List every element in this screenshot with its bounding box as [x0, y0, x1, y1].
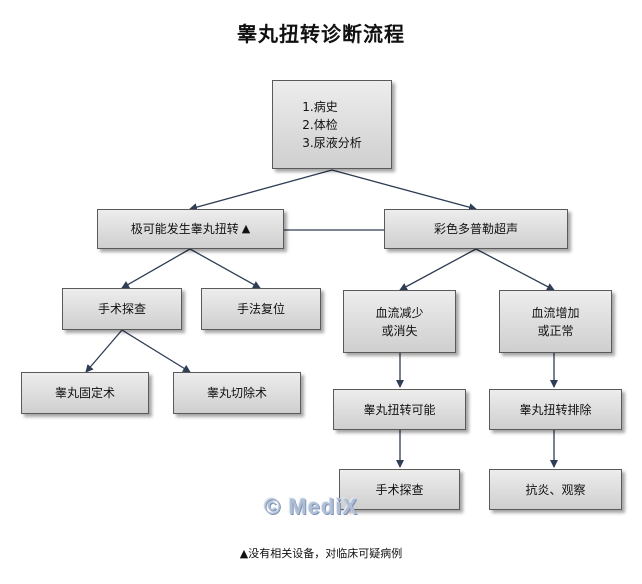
node-surgical-exploration-2: 手术探查: [339, 469, 460, 510]
node-orchiectomy: 睾丸切除术: [173, 372, 301, 414]
node-torsion-excluded-label: 睾丸扭转排除: [519, 402, 592, 417]
arrow-ultrasound-to-decrease: [399, 248, 477, 291]
arrow-surgery-to-orchiopexy: [85, 329, 123, 373]
node-surgical-exploration-label: 手术探查: [97, 302, 146, 316]
node-flow-decreased-line2: 或消失: [381, 323, 418, 338]
arrow-ultrasound-to-increase: [475, 248, 555, 291]
node-torsion-possible: 睾丸扭转可能: [333, 389, 466, 430]
node-orchiopexy: 睾丸固定术: [21, 372, 149, 414]
node-manual-reduction: 手法复位: [201, 288, 321, 330]
triangle-marker-icon: ▲: [241, 222, 251, 235]
node-torsion-possible-label: 睾丸扭转可能: [363, 402, 436, 417]
node-history-line: 1.病史: [302, 99, 338, 114]
arrow-suspect-to-surgery: [121, 248, 191, 289]
node-physical-line: 2.体检: [302, 117, 338, 132]
node-history-exam-text: 1.病史 2.体检 3.尿液分析: [302, 98, 361, 152]
node-surgical-exploration-2-label: 手术探查: [375, 482, 424, 497]
node-orchiopexy-label: 睾丸固定术: [54, 386, 115, 400]
arrow-surgery-to-orchiectomy: [121, 329, 191, 373]
node-surgical-exploration: 手术探查: [62, 288, 182, 330]
watermark-logo: © MediX: [264, 494, 359, 519]
node-suspected-torsion-label: 极可能发生睾丸扭转: [130, 222, 239, 236]
node-doppler-ultrasound: 彩色多普勒超声: [384, 209, 568, 249]
node-flow-increased-line1: 血流增加: [531, 305, 580, 320]
node-flow-increased-line2: 或正常: [537, 323, 574, 338]
footnote: ▲没有相关设备，对临床可疑病例: [239, 547, 403, 560]
node-manual-reduction-label: 手法复位: [236, 302, 285, 316]
arrow-root-to-ultrasound: [331, 169, 477, 212]
node-history-exam: 1.病史 2.体检 3.尿液分析: [272, 80, 392, 169]
node-torsion-excluded: 睾丸扭转排除: [489, 389, 622, 430]
node-flow-decreased: 血流减少 或消失: [343, 290, 456, 353]
node-anti-inflammatory: 抗炎、观察: [489, 469, 622, 510]
node-urinalysis-line: 3.尿液分析: [302, 135, 362, 150]
node-doppler-ultrasound-label: 彩色多普勒超声: [433, 222, 518, 236]
node-orchiectomy-label: 睾丸切除术: [206, 386, 267, 400]
node-flow-decreased-text: 血流减少 或消失: [375, 304, 423, 340]
node-flow-increased-text: 血流增加 或正常: [531, 304, 579, 340]
node-flow-decreased-line1: 血流减少: [375, 305, 424, 320]
arrow-root-to-suspect: [189, 169, 333, 212]
node-anti-inflammatory-label: 抗炎、观察: [525, 482, 586, 497]
diagram-title: 睾丸扭转诊断流程: [237, 22, 405, 46]
node-flow-increased: 血流增加 或正常: [499, 290, 612, 353]
node-suspected-torsion: 极可能发生睾丸扭转 ▲: [97, 209, 284, 249]
arrow-suspect-to-manual: [189, 248, 261, 289]
